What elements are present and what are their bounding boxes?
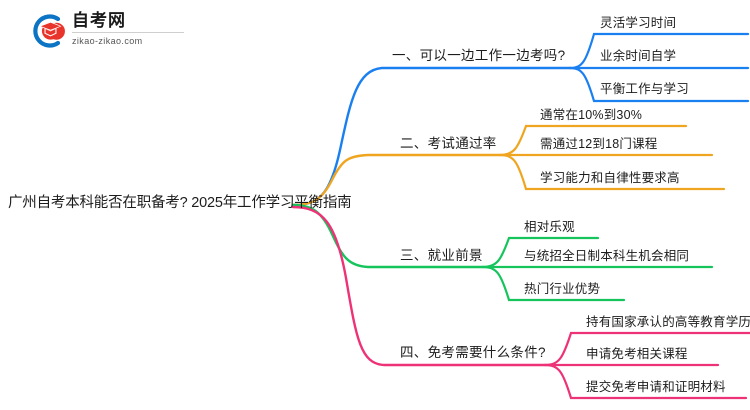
mindmap-root-node[interactable]: 广州自考本科能否在职备考? 2025年工作学习平衡指南 — [8, 195, 352, 211]
branch-2-connector — [291, 124, 726, 207]
leaf-node-2-3[interactable]: 学习能力和自律性要求高 — [540, 171, 680, 185]
leaf-node-2-1[interactable]: 通常在10%到30% — [540, 108, 643, 122]
leaf-node-1-3[interactable]: 平衡工作与学习 — [600, 82, 689, 96]
leaf-node-4-1[interactable]: 持有国家承认的高等教育学历 — [586, 315, 750, 329]
branch-node-4[interactable]: 四、免考需要什么条件? — [400, 345, 546, 360]
branch-node-3[interactable]: 三、就业前景 — [400, 248, 483, 263]
logo-subtitle: zikao-zikao.com — [72, 36, 143, 46]
branch-node-2[interactable]: 二、考试通过率 — [400, 136, 497, 151]
leaf-node-3-2[interactable]: 与统招全日制本科生机会相同 — [524, 249, 690, 263]
leaf-node-4-2[interactable]: 申请免考相关课程 — [586, 347, 688, 361]
leaf-node-3-3[interactable]: 热门行业优势 — [524, 282, 601, 296]
logo-mark-icon — [33, 14, 65, 48]
site-logo[interactable]: 自考网 zikao-zikao.com — [28, 10, 188, 52]
leaf-node-1-2[interactable]: 业余时间自学 — [600, 49, 677, 63]
leaf-node-1-1[interactable]: 灵活学习时间 — [600, 16, 677, 30]
logo-divider — [72, 32, 184, 33]
logo-title: 自考网 — [72, 11, 126, 30]
leaf-node-3-1[interactable]: 相对乐观 — [524, 220, 575, 234]
branch-4-connector — [291, 205, 750, 400]
logo-text-block: 自考网 zikao-zikao.com — [72, 11, 188, 47]
branch-node-1[interactable]: 一、可以一边工作一边考吗? — [392, 48, 566, 63]
leaf-node-2-2[interactable]: 需通过12到18门课程 — [540, 137, 658, 151]
leaf-node-4-3[interactable]: 提交免考申请和证明材料 — [586, 380, 726, 394]
